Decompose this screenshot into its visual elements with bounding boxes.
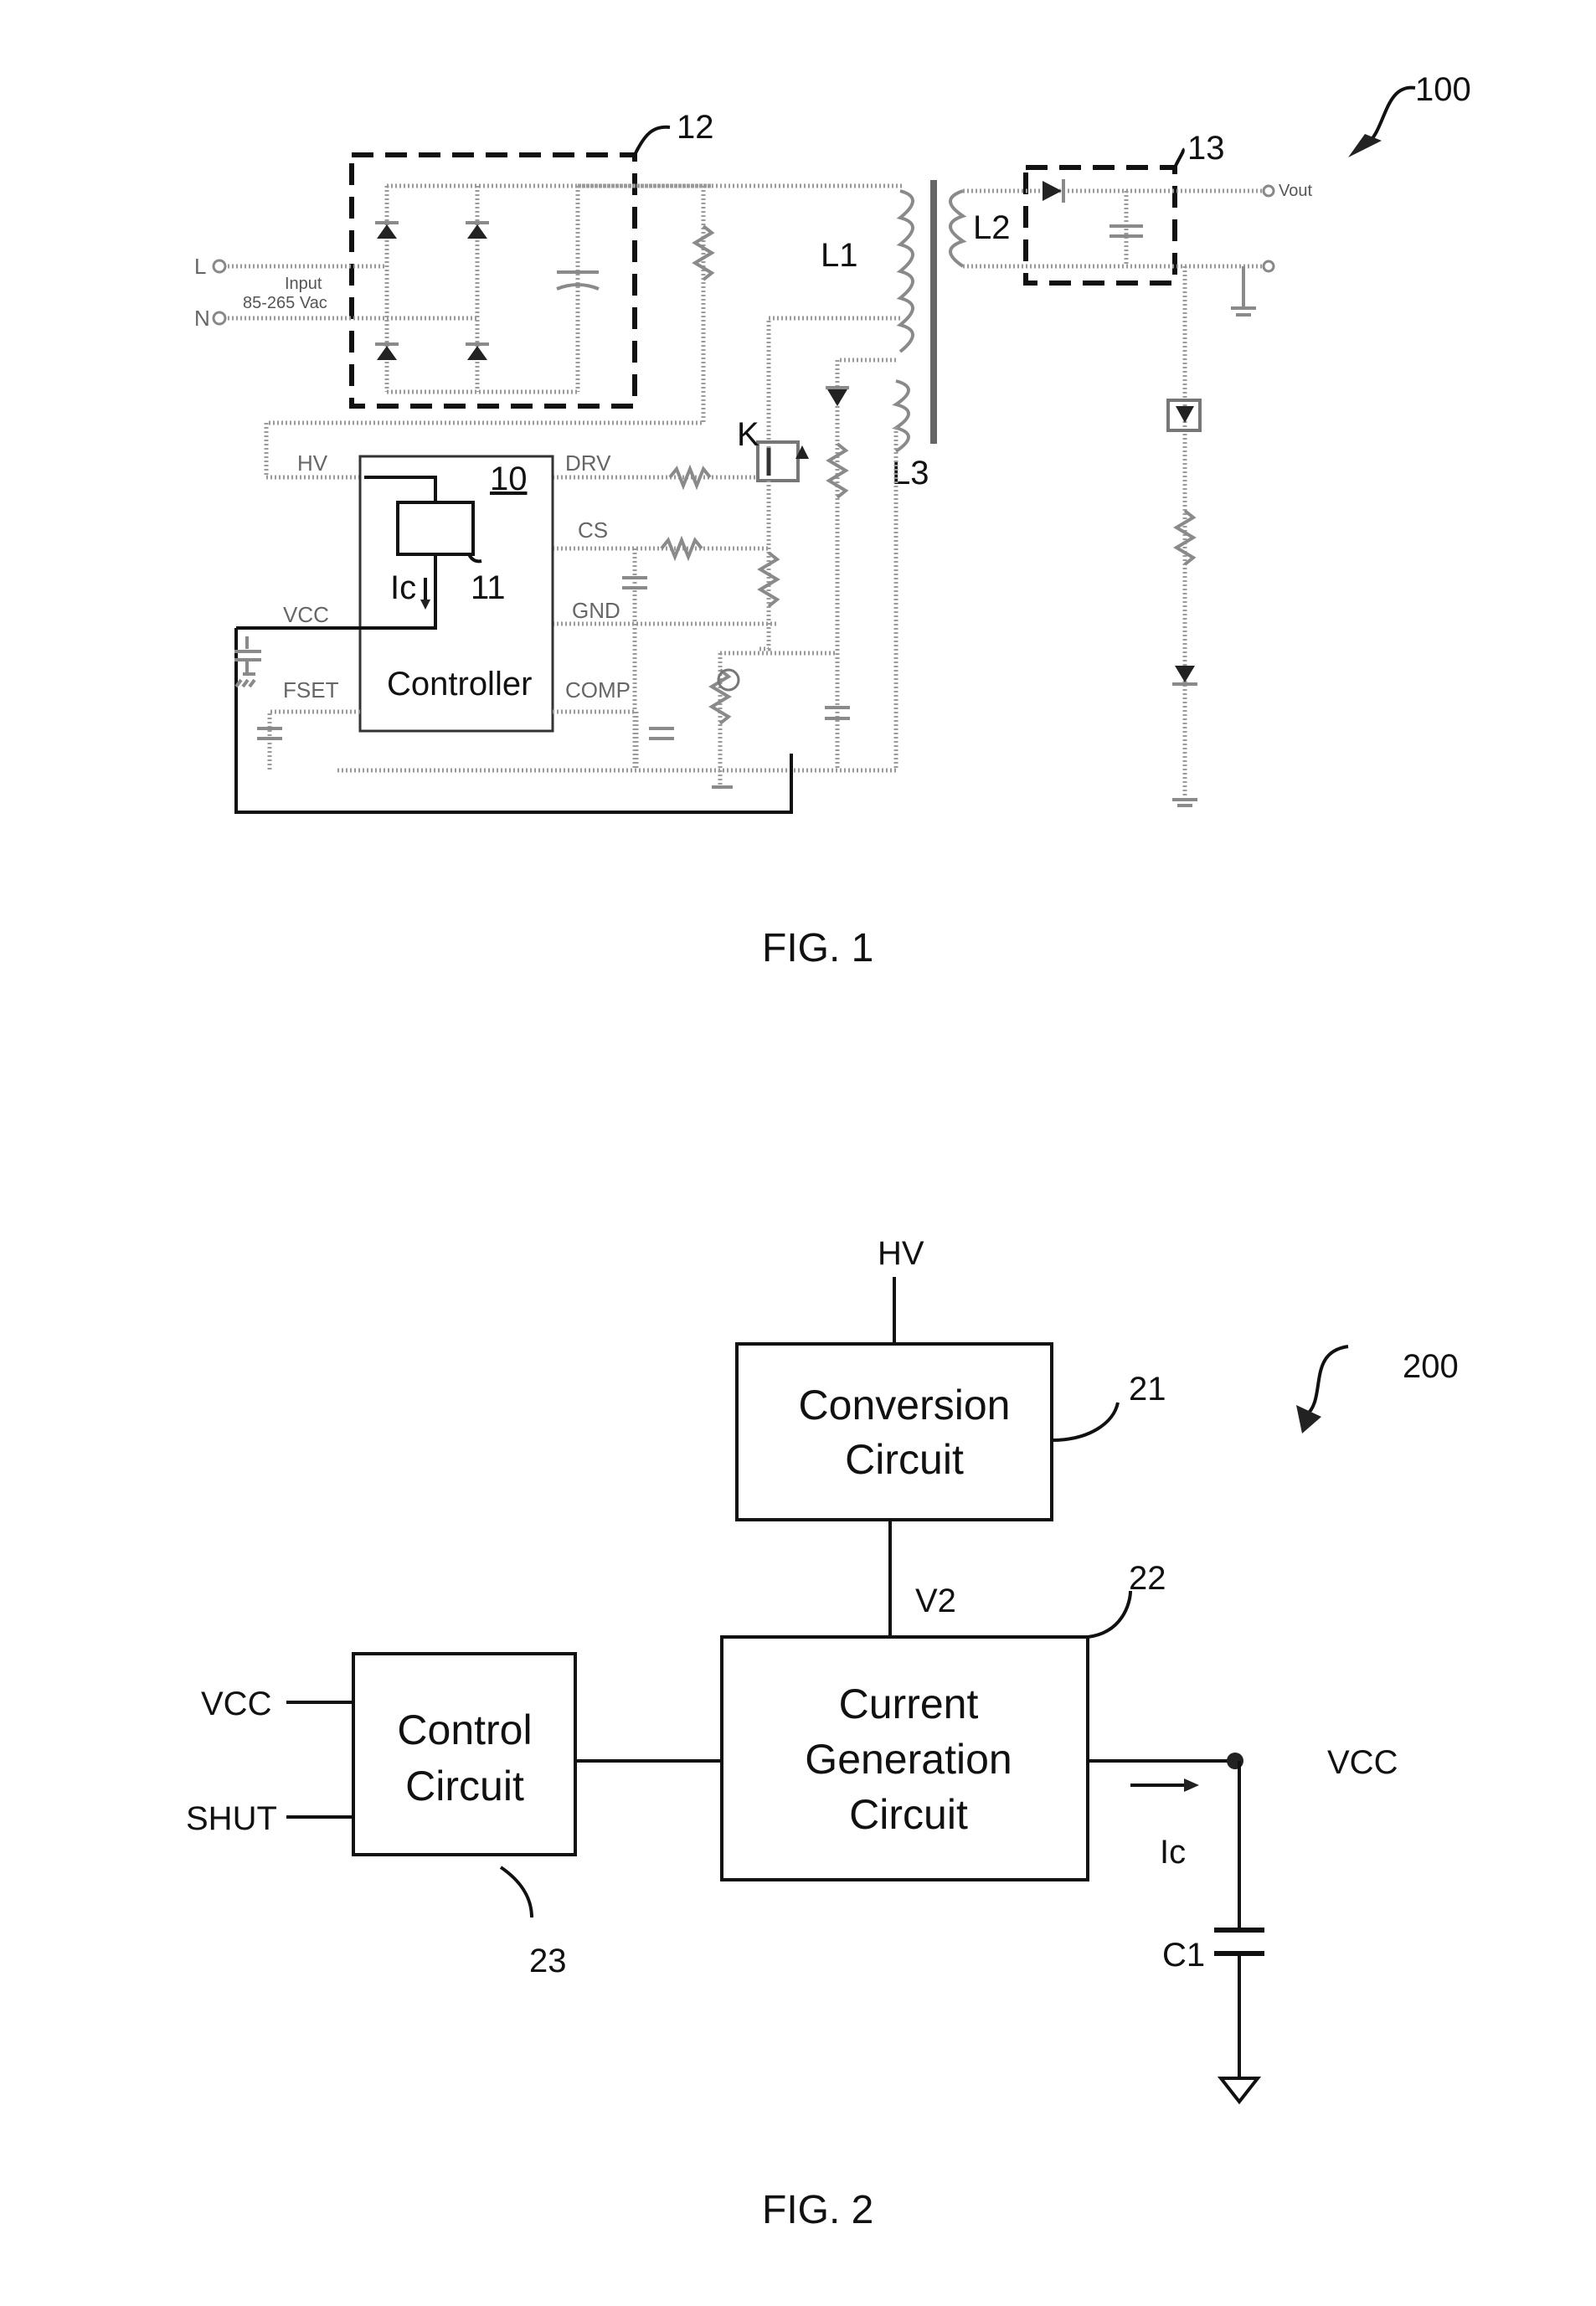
feedback-ground-icon bbox=[1172, 800, 1197, 806]
conversion-circuit-ref: 21 bbox=[1129, 1371, 1166, 1408]
conversion-circuit-label-line2: Circuit bbox=[845, 1436, 964, 1483]
fig2-ref-leader bbox=[1306, 1346, 1348, 1415]
ic-arrow-icon-fig2 bbox=[1184, 1778, 1199, 1792]
pin-drv-label: DRV bbox=[565, 450, 611, 476]
control-circuit-ref: 23 bbox=[529, 1943, 567, 1979]
control-circuit-block bbox=[353, 1654, 575, 1855]
ic-label-fig2: Ic bbox=[1160, 1834, 1186, 1871]
rectifier-dashed-box bbox=[352, 155, 635, 406]
output-diode bbox=[1043, 181, 1062, 201]
fig2-ref-arrowhead bbox=[1296, 1405, 1321, 1434]
input-label-line2: 85-265 Vac bbox=[243, 294, 327, 312]
fig1-ref-arrowhead bbox=[1348, 134, 1382, 157]
vcc-output-label: VCC bbox=[1327, 1744, 1398, 1781]
input-n-label: N bbox=[194, 306, 210, 331]
input-l-label: L bbox=[194, 254, 206, 279]
primary-winding-l1 bbox=[900, 191, 913, 352]
bridge-diodes bbox=[375, 223, 489, 360]
current-gen-label-line1: Current bbox=[839, 1681, 979, 1727]
output-ref: 13 bbox=[1187, 130, 1225, 167]
aux-diode bbox=[827, 389, 847, 406]
ground-icon bbox=[1221, 2078, 1258, 2102]
pin-cs-label: CS bbox=[578, 517, 608, 543]
secondary-winding-l2 bbox=[950, 191, 963, 266]
pin-hv-label: HV bbox=[297, 450, 328, 476]
control-ref-leader bbox=[501, 1867, 532, 1917]
pin-gnd-label: GND bbox=[572, 598, 620, 623]
vcc-capacitor bbox=[234, 636, 261, 674]
controller-ref: 10 bbox=[490, 461, 528, 497]
fig2-caption: FIG. 2 bbox=[762, 2188, 873, 2232]
current-gen-circuit-ref: 22 bbox=[1129, 1560, 1166, 1597]
shut-input-label: SHUT bbox=[186, 1800, 277, 1837]
shunt-regulator-icon bbox=[1175, 666, 1195, 682]
terminal-n-icon bbox=[214, 312, 225, 324]
opto-transistor-wiring bbox=[720, 653, 837, 787]
control-circuit-label-line1: Control bbox=[397, 1706, 532, 1753]
fig1-caption: FIG. 1 bbox=[762, 926, 873, 970]
conversion-ref-leader bbox=[1052, 1403, 1118, 1440]
controller-label: Controller bbox=[387, 666, 532, 703]
fig2-ref-number: 200 bbox=[1403, 1348, 1459, 1385]
fig2-block-diagram: 200 HV Conversion Circuit 21 V2 Current … bbox=[186, 1235, 1459, 2102]
comp-capacitor bbox=[649, 728, 674, 739]
pin-fset-label: FSET bbox=[283, 677, 339, 703]
rectifier-ref: 12 bbox=[677, 109, 714, 146]
fig1-schematic: 100 12 L N Input 85-265 Vac L1 bbox=[194, 71, 1471, 812]
current-gen-label-line3: Circuit bbox=[849, 1791, 968, 1838]
vout-label: Vout bbox=[1279, 182, 1312, 200]
input-label-line1: Input bbox=[285, 275, 322, 293]
dc-bus-wiring bbox=[266, 186, 904, 477]
gnd-terminal-icon bbox=[1264, 261, 1274, 271]
switch-k-label: K bbox=[737, 416, 759, 453]
mosfet-switch-icon bbox=[758, 442, 798, 481]
fig1-ref-leader bbox=[1369, 88, 1415, 142]
current-source-box bbox=[398, 502, 473, 554]
c1-label: C1 bbox=[1162, 1937, 1205, 1974]
source-ref: 11 bbox=[471, 569, 506, 606]
pin-comp-label: COMP bbox=[565, 677, 631, 703]
fig1-ref-number: 100 bbox=[1415, 71, 1471, 108]
output-ground-icon bbox=[1231, 266, 1256, 315]
winding-l2-label: L2 bbox=[973, 209, 1011, 246]
vcc-ground-icon bbox=[236, 674, 255, 687]
v2-label: V2 bbox=[915, 1583, 956, 1619]
current-gen-label-line2: Generation bbox=[805, 1736, 1012, 1783]
output-ref-leader bbox=[1175, 149, 1183, 167]
output-capacitor bbox=[1109, 226, 1143, 236]
control-circuit-label-line2: Circuit bbox=[405, 1763, 524, 1809]
switch-wiring bbox=[553, 477, 769, 649]
conversion-circuit-label-line1: Conversion bbox=[799, 1382, 1011, 1428]
pin-vcc-label: VCC bbox=[283, 602, 329, 627]
vout-terminal-icon bbox=[1264, 186, 1274, 196]
ic-label: Ic bbox=[390, 569, 416, 606]
conversion-circuit-block bbox=[737, 1344, 1052, 1520]
current-gen-ref-leader bbox=[1088, 1591, 1130, 1637]
hv-label: HV bbox=[878, 1235, 924, 1272]
terminal-l-icon bbox=[214, 260, 225, 272]
bridge-wiring bbox=[387, 186, 712, 392]
vcc-input-label: VCC bbox=[201, 1686, 271, 1722]
winding-l1-label: L1 bbox=[821, 237, 858, 274]
rectifier-ref-leader bbox=[635, 127, 670, 155]
fset-capacitor bbox=[257, 728, 282, 739]
